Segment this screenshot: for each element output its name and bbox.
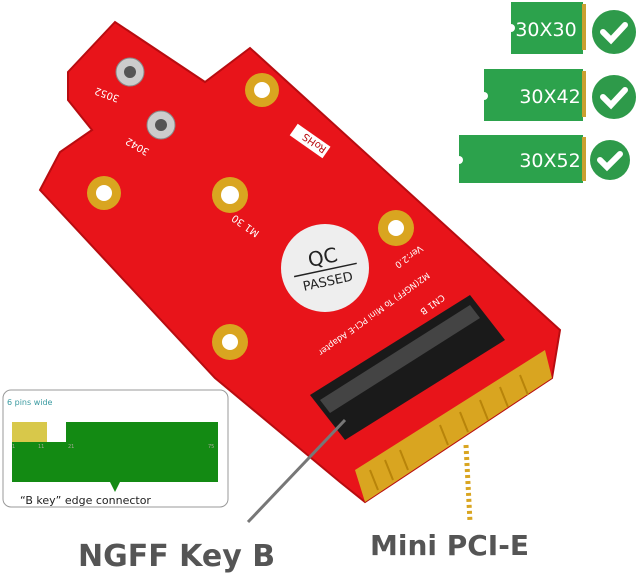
b-key-inset: 6 pins wide “B key” edge connector 1 11 … bbox=[2, 389, 229, 508]
ngff-label: NGFF Key B bbox=[78, 539, 275, 574]
standoff-nut bbox=[146, 110, 176, 140]
pcie-edge-connector bbox=[355, 350, 552, 502]
mount-hole bbox=[245, 73, 279, 107]
size-label: 30X52 bbox=[519, 150, 580, 172]
mount-hole bbox=[212, 324, 248, 360]
size-card-30x42: 30X42 bbox=[480, 69, 586, 121]
standoff-nut bbox=[115, 57, 145, 87]
check-icon bbox=[590, 140, 630, 180]
mount-hole bbox=[87, 176, 121, 210]
mount-hole bbox=[212, 177, 248, 213]
size-card-30x30: 30X30 bbox=[507, 2, 586, 54]
size-card-30x52: 30X52 bbox=[455, 135, 586, 183]
pin-number: 21 bbox=[68, 444, 74, 450]
pins-label: 6 pins wide bbox=[7, 398, 53, 407]
check-icon bbox=[592, 10, 636, 54]
check-icon bbox=[592, 75, 636, 119]
pcb-board: 3052 3042 M1 30 RoHS QC PASSED Ver:2.0 M… bbox=[38, 20, 562, 504]
size-label: 30X42 bbox=[519, 86, 580, 108]
pin-number: 11 bbox=[38, 444, 44, 450]
pin-number: 75 bbox=[208, 444, 214, 450]
ngff-pointer bbox=[246, 418, 347, 524]
pcie-pointer bbox=[463, 444, 473, 523]
qc-sticker: QC PASSED bbox=[281, 224, 369, 312]
mount-hole bbox=[378, 210, 414, 246]
size-label: 30X30 bbox=[515, 19, 576, 41]
inset-caption: “B key” edge connector bbox=[20, 494, 151, 507]
pin-number: 1 bbox=[12, 444, 15, 450]
mini-pcie-label: Mini PCI-E bbox=[370, 529, 529, 562]
